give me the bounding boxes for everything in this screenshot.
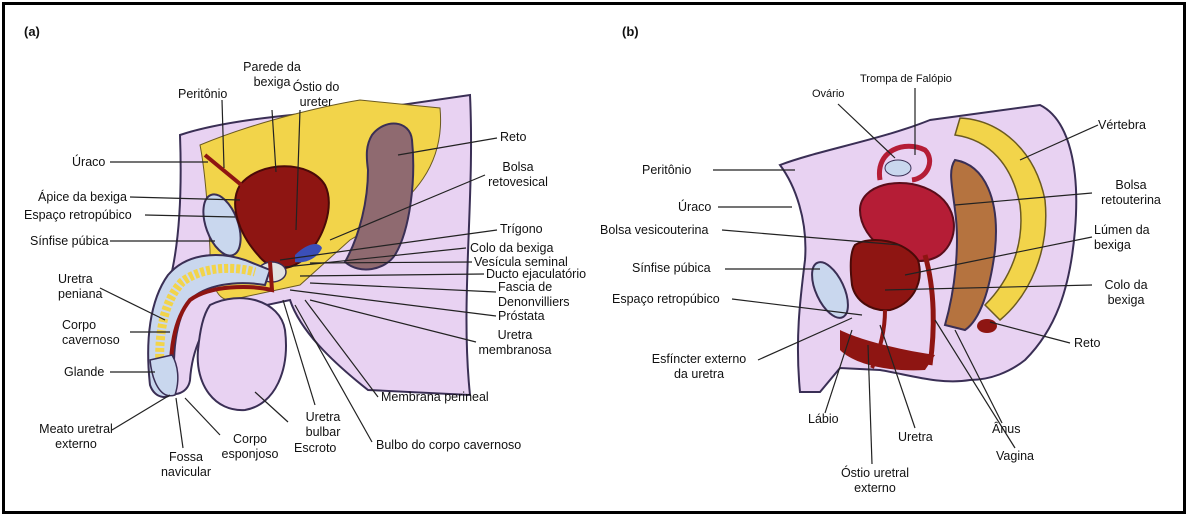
label-uretra-membranosa: Uretra membranosa	[470, 328, 560, 358]
label-esfincter-uretra: Esfíncter externo da uretra	[640, 352, 758, 382]
label-ovario: Ovário	[812, 88, 844, 101]
female-bladder	[851, 240, 920, 310]
label-bulbo-corpo-cavernoso: Bulbo do corpo cavernoso	[376, 438, 521, 453]
label-uraco-male: Úraco	[72, 155, 105, 170]
label-uraco-female: Úraco	[678, 200, 711, 215]
label-fascia-denonvilliers: Fascia de Denonvilliers	[498, 280, 570, 310]
label-vertebra: Vértebra	[1098, 118, 1146, 133]
male-scrotum	[198, 298, 286, 410]
label-glande: Glande	[64, 365, 104, 380]
label-vagina: Vagina	[996, 449, 1034, 464]
label-prostata: Próstata	[498, 309, 545, 324]
panel-label-a: (a)	[24, 24, 40, 39]
label-reto-male: Reto	[500, 130, 526, 145]
label-ostio-uretral-externo: Óstio uretral externo	[832, 466, 918, 496]
label-meato-uretral: Meato uretral externo	[30, 422, 122, 452]
label-bolsa-retovesical: Bolsa retovesical	[486, 160, 550, 190]
label-escroto: Escroto	[294, 441, 336, 456]
label-reto-female: Reto	[1074, 336, 1100, 351]
label-apice-bexiga: Ápice da bexiga	[38, 190, 127, 205]
label-uretra-female: Uretra	[898, 430, 933, 445]
label-corpo-cavernoso: Corpo cavernoso	[62, 318, 120, 348]
label-espaco-retropubico-female: Espaço retropúbico	[612, 292, 720, 307]
label-sinfise-pubica-female: Sínfise púbica	[632, 261, 711, 276]
label-trigono: Trígono	[500, 222, 543, 237]
panel-label-b: (b)	[622, 24, 639, 39]
label-sinfise-pubica-male: Sínfise púbica	[30, 234, 109, 249]
female-pelvis-diagram	[780, 105, 1076, 392]
label-colo-bexiga-male: Colo da bexiga	[470, 241, 553, 256]
label-anus: Ânus	[992, 422, 1021, 437]
label-peritonio-male: Peritônio	[178, 87, 227, 102]
label-colo-bexiga-female: Colo da bexiga	[1093, 278, 1159, 308]
label-uretra-bulbar: Uretra bulbar	[298, 410, 348, 440]
label-peritonio-female: Peritônio	[642, 163, 691, 178]
female-ovary	[885, 160, 911, 176]
label-espaco-retropubico-male: Espaço retropúbico	[24, 208, 132, 223]
label-bolsa-retouterina: Bolsa retouterina	[1093, 178, 1169, 208]
label-bolsa-vesicouterina: Bolsa vesicouterina	[600, 223, 708, 238]
label-lumen-bexiga: Lúmen da bexiga	[1094, 223, 1150, 253]
label-uretra-peniana: Uretra peniana	[58, 272, 103, 302]
label-ostio-ureter: Óstio do ureter	[284, 80, 348, 110]
label-corpo-esponjoso: Corpo esponjoso	[220, 432, 280, 462]
label-labio: Lábio	[808, 412, 839, 427]
female-anus	[977, 319, 997, 333]
label-membrana-perineal: Membrana perineal	[381, 390, 489, 405]
label-fossa-navicular: Fossa navicular	[156, 450, 216, 480]
label-trompa-falopio: Trompa de Falópio	[860, 73, 952, 86]
